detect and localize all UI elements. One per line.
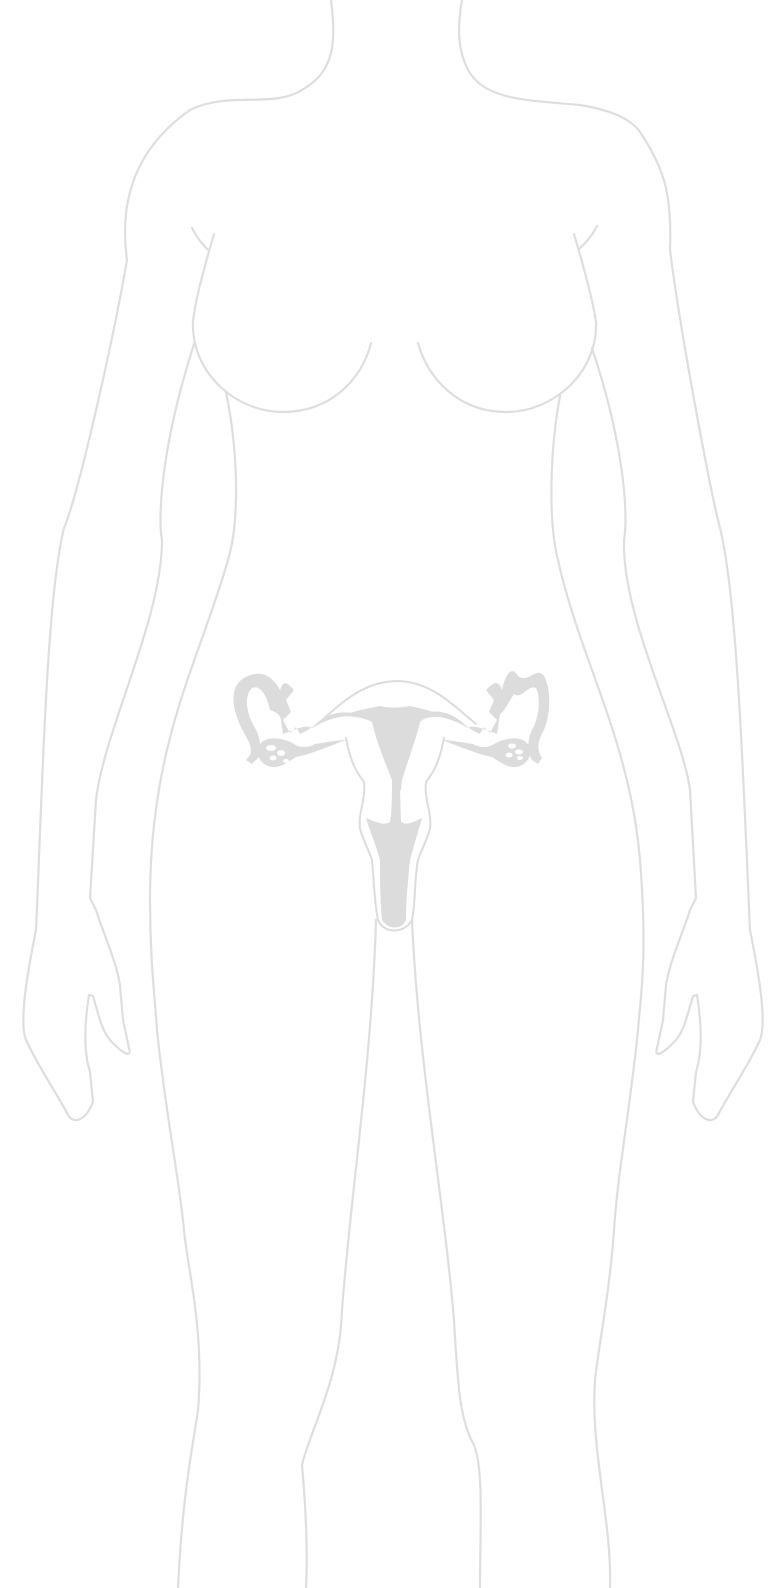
right-inner-leg-outline <box>412 920 481 1588</box>
left-breast-outline <box>193 234 371 412</box>
uterine-cavity[interactable] <box>342 706 448 928</box>
left-armpit-crease <box>192 228 208 250</box>
right-ovary[interactable] <box>442 738 530 767</box>
left-ovary[interactable] <box>258 738 346 767</box>
left-neck-shoulder-outline <box>23 0 333 1120</box>
right-breast-outline <box>418 234 596 412</box>
right-torso-outline <box>551 396 643 1588</box>
uterus-ovaries-illustration[interactable] <box>233 671 549 930</box>
left-inner-leg-outline <box>302 920 376 1588</box>
left-torso-outline <box>150 392 236 1588</box>
right-neck-shoulder-outline <box>459 0 763 1120</box>
right-armpit-crease <box>580 226 597 248</box>
